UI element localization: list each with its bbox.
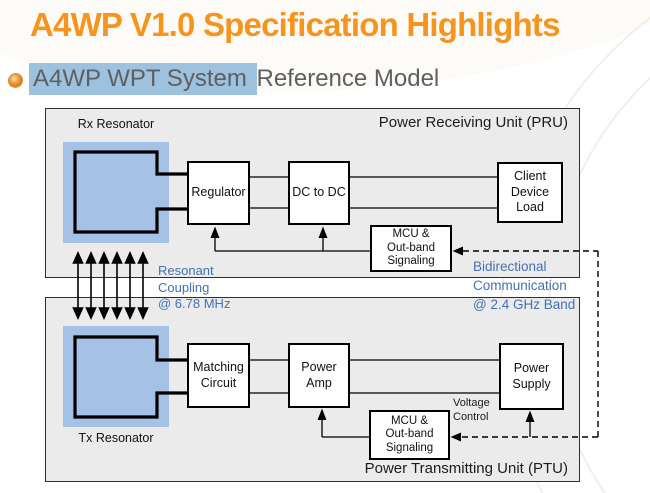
bullet-icon [8, 73, 23, 88]
client-device-load-box: Client Device Load [497, 162, 563, 223]
matching-circuit-box: Matching Circuit [187, 343, 250, 408]
voltage-control-label: Voltage Control [453, 397, 490, 423]
dc-to-dc-box: DC to DC [288, 161, 350, 225]
tx-resonator-label: Tx Resonator [78, 431, 154, 445]
tx-resonator [63, 326, 169, 427]
ptu-unit-title: Power Transmitting Unit (PTU) [364, 460, 568, 477]
subtitle-highlighted-text: A4WP WPT System [29, 63, 257, 95]
pru-mcu-outband-box: MCU & Out-band Signaling [370, 225, 452, 272]
rx-resonator [63, 142, 169, 243]
slide-title: A4WP V1.0 Specification Highlights [30, 6, 560, 43]
slide-subtitle: A4WP WPT System Reference Model [29, 63, 440, 95]
rx-resonator-label: Rx Resonator [77, 117, 155, 131]
bidirectional-communication-label: Bidirectional Communication @ 2.4 GHz Ba… [473, 259, 576, 312]
regulator-box: Regulator [187, 161, 250, 225]
power-amp-box: Power Amp [288, 343, 350, 408]
subtitle-normal-text: Reference Model [256, 65, 440, 92]
resonant-coupling-label: Resonant Coupling @ 6.78 MHz [158, 263, 231, 311]
power-supply-box: Power Supply [499, 343, 564, 410]
pru-unit-title: Power Receiving Unit (PRU) [378, 114, 568, 131]
ptu-mcu-outband-box: MCU & Out-band Signaling [369, 410, 450, 460]
